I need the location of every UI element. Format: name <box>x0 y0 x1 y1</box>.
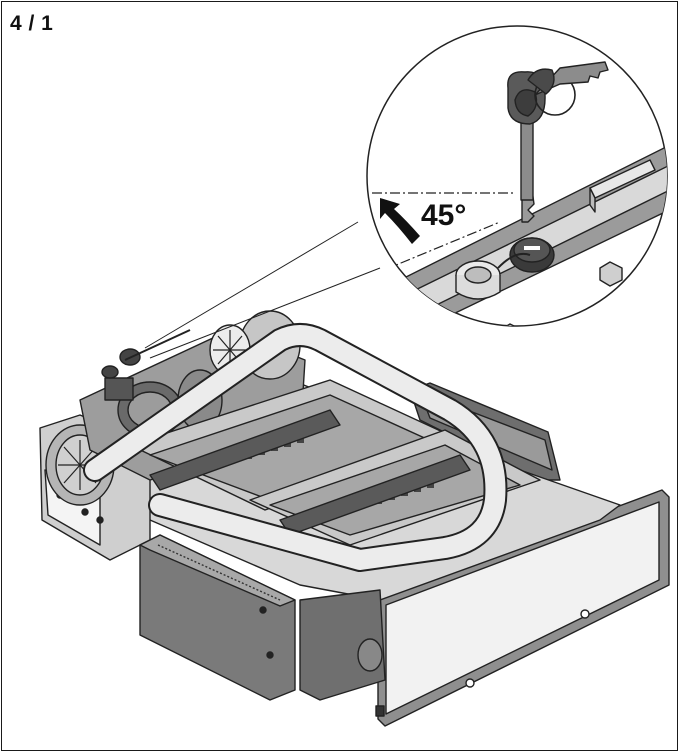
callout-lines <box>144 221 381 359</box>
angle-label: 45° <box>421 199 467 232</box>
detail-lock-view <box>372 61 667 326</box>
carrier-body <box>39 310 670 727</box>
step-number: 4 / 1 <box>10 12 54 35</box>
rotation-arrow-icon <box>380 198 420 244</box>
